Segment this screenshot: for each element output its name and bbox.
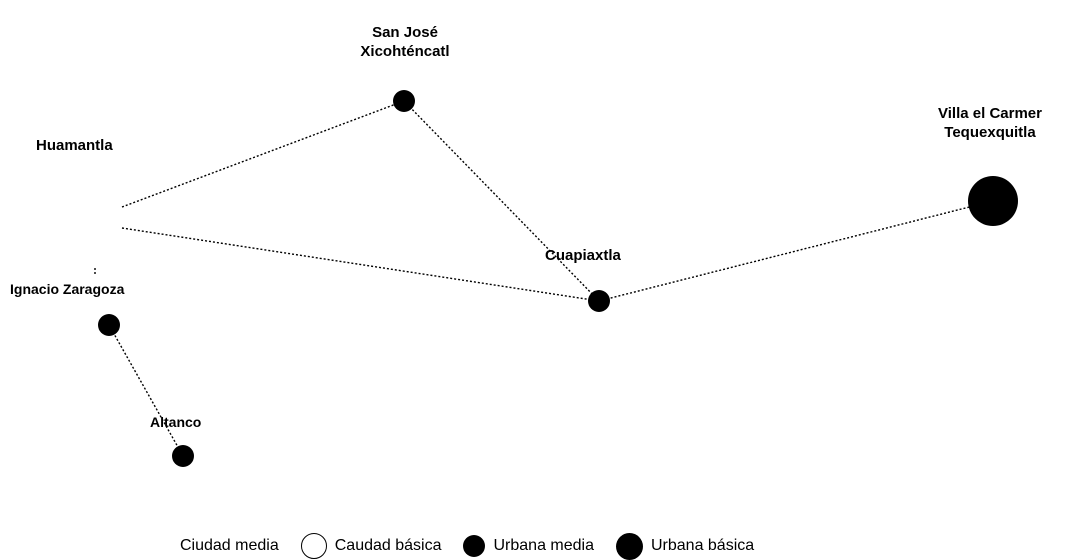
label-ignacio-zaragoza: Ignacio Zaragoza	[10, 281, 125, 297]
legend-item-urbana-basica: Urbana básica	[615, 532, 762, 560]
node-villa-carmen	[968, 176, 1018, 226]
edge-ignacio-zaragoza-altzayanca	[108, 324, 184, 457]
label-villa-carmen: Villa el Carmer Tequexquitla	[938, 104, 1042, 142]
edge-huamantla-san-jose	[121, 100, 405, 208]
legend-label-urbana-basica: Urbana básica	[650, 537, 755, 554]
legend-item-ciudad-media: Ciudad media	[180, 537, 287, 555]
label-san-jose-line-2: Xicohténcatl	[360, 43, 450, 60]
label-san-jose-line-1: San José	[372, 24, 438, 41]
edge-san-jose-cuapiaxtla	[403, 100, 600, 302]
legend-label-ciudad-basica: Caudad básica	[334, 537, 442, 554]
filled-circle-small-icon	[463, 535, 486, 557]
nodes	[98, 90, 1018, 467]
label-villa-carmen-line-2: Tequexquitla	[944, 124, 1036, 141]
legend-item-urbana-media: Urbana media	[463, 535, 602, 557]
label-villa-carmen-line-1: Villa el Carmer	[938, 105, 1042, 122]
node-altzayanca	[172, 445, 194, 467]
edge-huamantla-cuapiaxtla	[121, 227, 600, 302]
label-huamantla: Huamantla	[36, 137, 113, 154]
legend-label-urbana-media: Urbana media	[493, 537, 594, 554]
label-cuapiaxtla: Cuapiaxtla	[545, 247, 621, 264]
label-altzayanca: Altanco	[150, 414, 202, 430]
legend-label-ciudad-media: Ciudad media	[180, 537, 279, 554]
edges	[94, 100, 994, 457]
node-ignacio-zaragoza	[98, 314, 120, 336]
legend-item-ciudad-basica: Caudad básica	[300, 533, 450, 559]
edge-cuapiaxtla-villa-carmen	[598, 200, 994, 302]
label-san-jose: San José Xicohténcatl	[360, 23, 449, 61]
hollow-circle-icon	[300, 533, 327, 559]
filled-circle-large-icon	[615, 532, 643, 560]
node-cuapiaxtla	[588, 290, 610, 312]
legend: Ciudad media Caudad básica Urbana media …	[180, 532, 776, 560]
node-san-jose	[393, 90, 415, 112]
